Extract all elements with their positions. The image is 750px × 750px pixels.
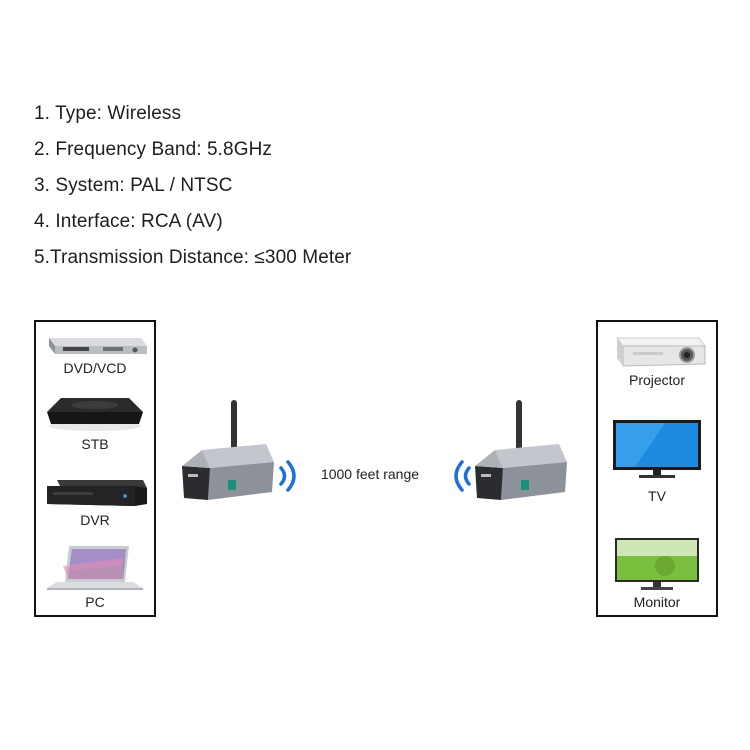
- spec-frequency: 2. Frequency Band: 5.8GHz: [34, 139, 273, 160]
- source-devices-panel: DVD/VCD STB DVR PC: [34, 320, 156, 617]
- spec-type: 1. Type: Wireless: [34, 103, 182, 124]
- display-tv: TV: [598, 418, 716, 504]
- source-label: DVR: [80, 512, 110, 528]
- source-stb: STB: [36, 392, 154, 452]
- projector-icon: [616, 337, 706, 367]
- display-projector: Projector: [598, 332, 716, 388]
- source-label: STB: [81, 436, 109, 452]
- spec-distance: 5.Transmission Distance: ≤300 Meter: [34, 247, 352, 268]
- signal-waves-icon: [454, 460, 471, 492]
- display-label: TV: [648, 488, 666, 504]
- transmitter-icon: [182, 400, 274, 500]
- display-devices-panel: Projector TV Monitor: [596, 320, 718, 617]
- spec-list: 1. Type: Wireless 2. Frequency Band: 5.8…: [34, 96, 351, 276]
- transmitter-unit: [180, 400, 276, 515]
- spec-system: 3. System: PAL / NTSC: [34, 175, 233, 196]
- display-label: Monitor: [633, 594, 681, 610]
- source-label: PC: [85, 594, 105, 610]
- tv-icon: [613, 420, 701, 478]
- set-top-box-icon: [47, 398, 143, 431]
- monitor-icon: [615, 538, 699, 590]
- source-label: DVD/VCD: [63, 360, 127, 376]
- source-pc: PC: [36, 544, 154, 610]
- dvr-recorder-icon: [47, 480, 147, 506]
- source-dvd: DVD/VCD: [36, 332, 154, 376]
- receiver-icon: [475, 400, 567, 500]
- spec-interface: 4. Interface: RCA (AV): [34, 211, 223, 232]
- laptop-icon: [47, 546, 143, 590]
- display-label: Projector: [628, 372, 686, 388]
- signal-waves-icon: [279, 460, 296, 492]
- range-label: 1000 feet range: [320, 466, 420, 482]
- dvd-player-icon: [49, 338, 147, 354]
- receiver-unit: [473, 400, 569, 515]
- source-dvr: DVR: [36, 476, 154, 528]
- display-monitor: Monitor: [598, 536, 716, 610]
